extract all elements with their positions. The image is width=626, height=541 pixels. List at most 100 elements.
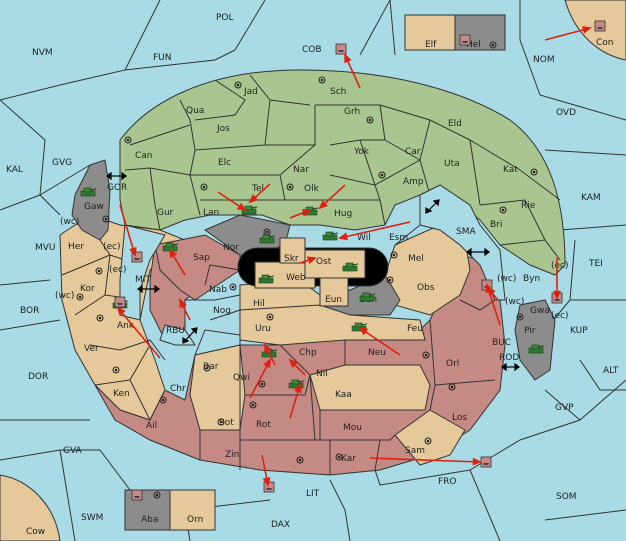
province-borders	[61, 74, 561, 475]
region-tan-kaa	[309, 364, 431, 411]
label-ALT: ALT	[603, 366, 619, 376]
region-grey-gaw	[71, 159, 111, 241]
label-Nar: Nar	[293, 165, 309, 175]
order-arrow	[337, 221, 411, 241]
order-arrow	[544, 26, 592, 41]
label-Jad: Jad	[243, 87, 258, 97]
label-Kat: Kat	[503, 165, 518, 175]
label-coast-ec1: (ec)	[103, 242, 121, 252]
label-Nab: Nab	[209, 285, 227, 295]
label-FRO: FRO	[438, 477, 457, 487]
label-coast-wc2: (wc)	[55, 291, 74, 301]
label-KUP: KUP	[570, 326, 588, 336]
crossing-arrow-rod	[501, 362, 520, 372]
label-Eld: Eld	[448, 119, 462, 129]
label-Qwi: Qwi	[233, 373, 250, 383]
label-Web: Web	[286, 273, 306, 283]
order-arrow	[168, 248, 186, 276]
label-Chr: Chr	[170, 384, 186, 394]
label-Car: Car	[405, 147, 421, 157]
crossing-arrows	[106, 171, 520, 372]
label-Neu: Neu	[368, 348, 386, 358]
order-arrow	[289, 383, 302, 419]
label-Ken: Ken	[113, 389, 130, 399]
label-Ail: Ail	[146, 421, 157, 431]
label-Chp: Chp	[299, 348, 317, 358]
label-OVD: OVD	[556, 108, 576, 118]
label-GVA: GVA	[63, 446, 83, 456]
label-LIT: LIT	[306, 489, 320, 499]
label-Eun: Eun	[325, 295, 342, 305]
order-arrow	[318, 184, 346, 210]
label-NOM: NOM	[533, 55, 555, 65]
label-Uta: Uta	[444, 159, 460, 169]
label-Olk: Olk	[304, 184, 320, 194]
order-arrow	[289, 209, 312, 219]
order-arrow	[248, 183, 271, 204]
label-Feu: Feu	[407, 324, 423, 334]
order-arrow	[288, 358, 306, 376]
order-arrow	[179, 298, 191, 321]
army-icon[interactable]	[258, 274, 275, 284]
coast-labels: (wc) (ec) (ec) (wc) (wc) (ec) (wc) (ec)	[55, 217, 569, 321]
region-tan-skr	[279, 237, 306, 264]
fleet-icon[interactable]	[131, 251, 143, 263]
label-Gur: Gur	[157, 208, 174, 218]
label-Sap: Sap	[193, 253, 210, 263]
label-Rot: Rot	[256, 420, 271, 430]
fleet-icon[interactable]	[594, 20, 606, 32]
army-icon[interactable]	[288, 379, 305, 389]
label-Ost: Ost	[316, 257, 332, 267]
label-RBU: RBU	[166, 326, 185, 336]
order-arrow	[344, 53, 361, 89]
label-MVU: MVU	[35, 243, 56, 253]
label-Hel: Hel	[466, 40, 481, 50]
label-GVP: GVP	[555, 403, 574, 413]
army-icon[interactable]	[259, 234, 276, 244]
fleet-icon[interactable]	[459, 34, 471, 46]
label-Jos: Jos	[216, 124, 230, 134]
fleet-icon[interactable]	[131, 489, 143, 501]
label-NVM: NVM	[32, 48, 53, 58]
label-Lan: Lan	[203, 208, 219, 218]
army-icon[interactable]	[528, 344, 545, 354]
army-icon[interactable]	[359, 292, 376, 302]
army-icon[interactable]	[162, 242, 179, 252]
crossing-arrow-mit	[137, 284, 160, 294]
label-Nil: Nil	[316, 369, 328, 379]
label-SOM: SOM	[556, 492, 577, 502]
label-Ank: Ank	[117, 321, 135, 331]
label-Ver: Ver	[84, 344, 99, 354]
label-Grh: Grh	[344, 107, 360, 117]
label-Amp: Amp	[403, 177, 424, 187]
army-icon[interactable]	[342, 262, 359, 272]
label-Aba: Aba	[141, 515, 158, 525]
label-Nog: Nog	[213, 306, 231, 316]
label-coast-ec4: (ec)	[551, 311, 569, 321]
fleet-icon[interactable]	[335, 43, 347, 55]
label-Her: Her	[68, 242, 84, 252]
label-Con: Con	[596, 38, 614, 48]
label-Sot: Sot	[219, 418, 234, 428]
label-Bar: Bar	[203, 362, 219, 372]
label-Sch: Sch	[330, 87, 346, 97]
army-icon[interactable]	[241, 205, 258, 215]
army-icon[interactable]	[80, 187, 97, 197]
label-Obs: Obs	[417, 283, 435, 293]
fleet-icon[interactable]	[480, 456, 492, 468]
label-coast-ec2: (ec)	[109, 265, 127, 275]
label-Rie: Rie	[521, 201, 536, 211]
label-FUN: FUN	[153, 53, 172, 63]
order-arrow	[369, 457, 483, 466]
label-Kaa: Kaa	[335, 390, 352, 400]
fleet-icon[interactable]	[114, 296, 126, 308]
order-arrow	[261, 454, 271, 488]
crossing-arrow-rbu	[182, 327, 198, 344]
label-Hil: Hil	[253, 299, 265, 309]
order-arrow	[485, 283, 501, 326]
label-Zin: Zin	[225, 450, 239, 460]
army-icon[interactable]	[322, 231, 339, 241]
label-Skr: Skr	[284, 254, 299, 264]
sea-sma	[419, 184, 506, 301]
